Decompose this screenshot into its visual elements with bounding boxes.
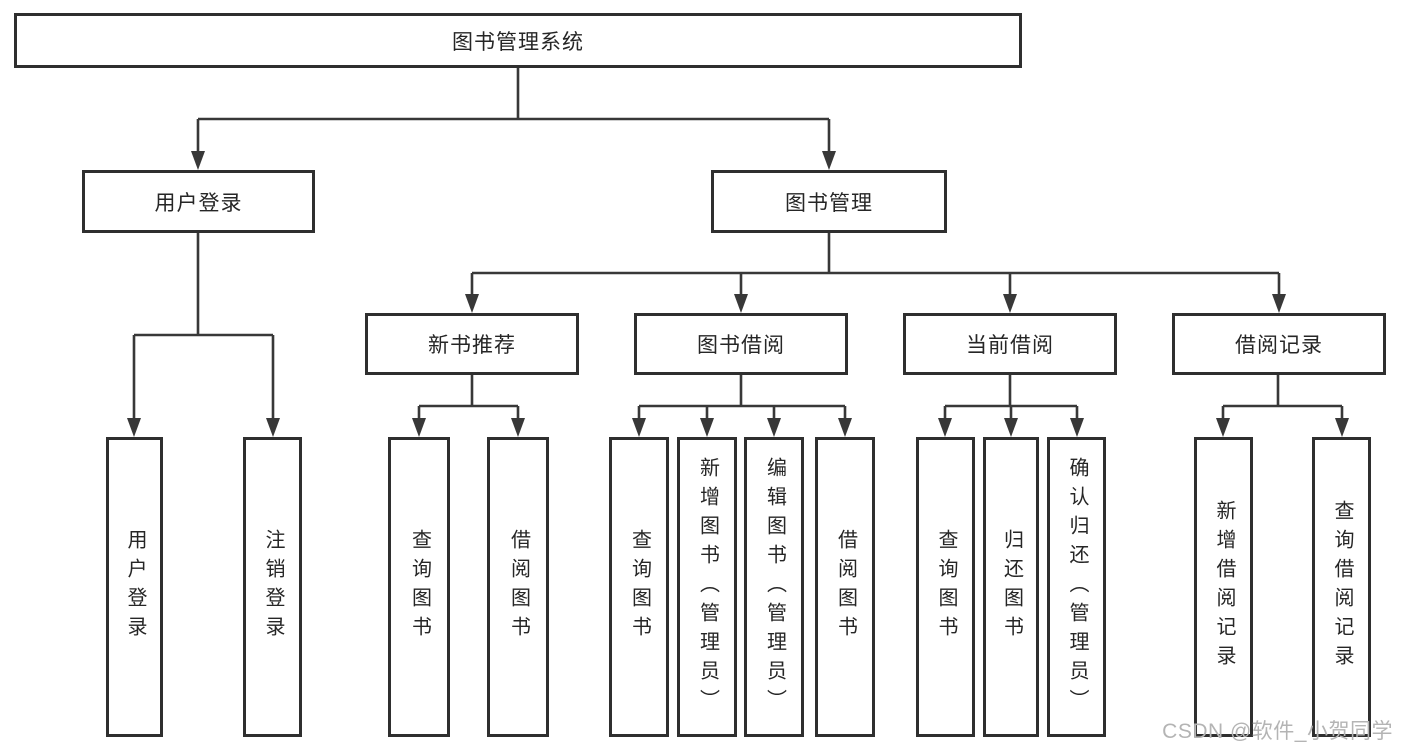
connector-path: [132, 68, 1344, 423]
leaf-current-return-book-label: 归还图书: [1000, 529, 1023, 645]
csdn-watermark: CSDN @软件_小贺同学: [1162, 720, 1393, 743]
node-current-borrow: 当前借阅: [903, 313, 1117, 375]
leaf-borrow-edit-book-admin-label: 编辑图书（管理员）: [763, 456, 786, 718]
leaf-borrow-query-book-label: 查询图书: [628, 529, 651, 645]
node-user-login: 用户登录: [82, 170, 315, 233]
leaf-borrow-edit-book-admin: 编辑图书（管理员）: [744, 437, 804, 737]
arrowhead-icon: [1070, 418, 1084, 437]
arrowhead-icon: [822, 151, 836, 170]
node-new-book-recommend: 新书推荐: [365, 313, 579, 375]
leaf-current-query-book-label: 查询图书: [935, 529, 957, 645]
node-book-borrow: 图书借阅: [634, 313, 848, 375]
arrowhead-icon: [938, 418, 952, 437]
node-root: 图书管理系统: [14, 13, 1022, 68]
node-current-borrow-label: 当前借阅: [966, 334, 1054, 357]
leaf-current-return-book: 归还图书: [983, 437, 1039, 737]
arrowhead-icon: [767, 418, 781, 437]
node-book-borrow-label: 图书借阅: [697, 334, 785, 357]
leaf-borrow-add-book-admin-label: 新增图书（管理员）: [696, 456, 719, 718]
leaf-current-query-book: 查询图书: [916, 437, 975, 737]
leaf-user-login-label: 用户登录: [124, 529, 146, 645]
arrowhead-icon: [511, 418, 525, 437]
leaf-record-add-record: 新增借阅记录: [1194, 437, 1253, 737]
arrowhead-icon: [632, 418, 646, 437]
arrowhead-icon: [266, 418, 280, 437]
node-root-label: 图书管理系统: [452, 30, 584, 54]
arrowhead-icon: [1216, 418, 1230, 437]
leaf-borrow-add-book-admin: 新增图书（管理员）: [677, 437, 737, 737]
node-borrow-record-label: 借阅记录: [1235, 334, 1323, 357]
leaf-current-confirm-return-admin: 确认归还（管理员）: [1047, 437, 1106, 737]
leaf-borrow-borrow-book-label: 借阅图书: [834, 529, 857, 645]
arrowhead-icon: [1004, 418, 1018, 437]
leaf-logout-label: 注销登录: [262, 529, 284, 645]
arrowhead-icon: [838, 418, 852, 437]
leaf-record-add-record-label: 新增借阅记录: [1213, 500, 1235, 674]
node-new-book-recommend-label: 新书推荐: [428, 334, 516, 357]
leaf-current-confirm-return-admin-label: 确认归还（管理员）: [1066, 456, 1088, 718]
leaf-borrow-query-book: 查询图书: [609, 437, 669, 737]
leaf-recommend-borrow-book-label: 借阅图书: [507, 529, 530, 645]
leaf-record-query-record: 查询借阅记录: [1312, 437, 1371, 737]
arrowhead-icon: [1272, 294, 1286, 313]
node-book-management-label: 图书管理: [785, 191, 873, 215]
leaf-borrow-borrow-book: 借阅图书: [815, 437, 875, 737]
arrowhead-icon: [700, 418, 714, 437]
arrowhead-icon: [127, 418, 141, 437]
node-borrow-record: 借阅记录: [1172, 313, 1386, 375]
leaf-recommend-query-book-label: 查询图书: [408, 529, 431, 645]
arrowhead-icon: [734, 294, 748, 313]
leaf-record-query-record-label: 查询借阅记录: [1331, 500, 1353, 674]
arrowhead-icon: [1003, 294, 1017, 313]
arrowhead-icon: [412, 418, 426, 437]
leaf-user-login: 用户登录: [106, 437, 163, 737]
leaf-recommend-borrow-book: 借阅图书: [487, 437, 549, 737]
arrowhead-icon: [191, 151, 205, 170]
arrowheads: [127, 151, 1349, 437]
node-book-management: 图书管理: [711, 170, 947, 233]
arrowhead-icon: [1335, 418, 1349, 437]
leaf-logout: 注销登录: [243, 437, 302, 737]
node-user-login-label: 用户登录: [154, 191, 243, 215]
leaf-recommend-query-book: 查询图书: [388, 437, 450, 737]
arrowhead-icon: [465, 294, 479, 313]
